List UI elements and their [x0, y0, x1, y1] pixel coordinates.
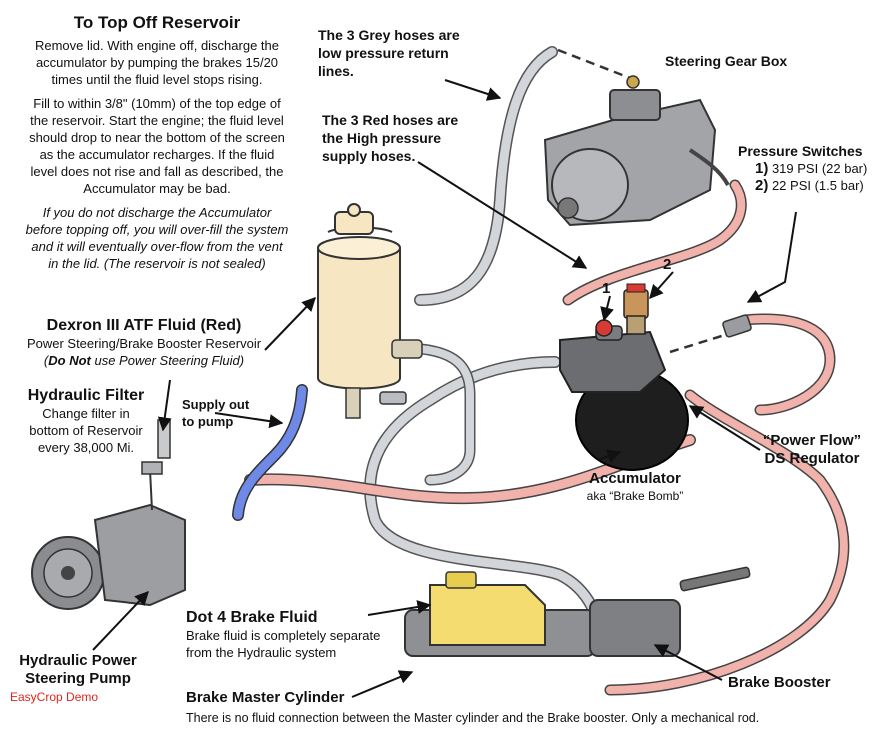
para2-line: Accumulator may be bad.	[83, 181, 231, 196]
atf-fluid-line2-rest: use Power Steering Fluid)	[90, 353, 245, 368]
red-hoses-line: supply hoses.	[322, 148, 416, 164]
pressure-switches-heading: Pressure Switches	[738, 143, 863, 159]
grey-hoses-label: The 3 Grey hoses are low pressure return…	[318, 26, 518, 80]
pressure-switch-2: 2) 22 PSI (1.5 bar)	[738, 177, 883, 194]
warning-line: before topping off, you will over-fill t…	[25, 222, 289, 237]
watermark: EasyCrop Demo	[10, 690, 99, 704]
pump-line: Steering Pump	[25, 670, 131, 687]
red-hoses-line: the High pressure	[322, 130, 442, 146]
steering-gear-box-label: Steering Gear Box	[665, 53, 788, 69]
warning-line: in the lid. (The reservoir is not sealed…	[48, 256, 266, 271]
atf-fluid-line1: Power Steering/Brake Booster Reservoir	[26, 336, 262, 351]
reservoir-note: To Top Off Reservoir Remove lid. With en…	[4, 12, 310, 272]
atf-fluid-line2: (Do Not use Power Steering Fluid)	[8, 352, 280, 369]
hydraulic-filter-heading: Hydraulic Filter	[27, 387, 145, 404]
switch-marker-2: 2	[663, 256, 672, 273]
reservoir-note-heading: To Top Off Reservoir	[73, 13, 241, 32]
switch-value: 319 PSI (22 bar)	[768, 161, 868, 176]
switch-number: 1)	[755, 160, 769, 177]
power-steering-pump	[31, 419, 186, 610]
filter-line: bottom of Reservoir	[29, 423, 143, 438]
red-pressure-hoses	[244, 179, 850, 696]
atf-fluid-label: Dexron III ATF Fluid (Red) Power Steerin…	[8, 316, 280, 369]
steering-gear-box	[543, 89, 730, 227]
para2-line: Fill to within 3/8" (10mm) of the top ed…	[33, 96, 281, 111]
leader-arrows	[92, 79, 797, 698]
para2-line: should drop to near the bottom of the sc…	[29, 130, 285, 145]
do-not-emphasis: Do Not	[48, 353, 91, 368]
para1-line: Remove lid. With engine off, discharge t…	[34, 38, 279, 53]
power-flow-label: “Power Flow” DS Regulator	[752, 432, 872, 468]
switch-marker-1: 1	[602, 280, 611, 297]
pressure-switch-1: 1) 319 PSI (22 bar)	[738, 160, 883, 177]
red-hoses-line: The 3 Red hoses are	[322, 112, 459, 128]
accumulator-label: Accumulator aka “Brake Bomb”	[575, 470, 695, 505]
para2-line: as the accumulator recharges. If the flu…	[39, 147, 275, 162]
pump-label: Hydraulic Power Steering Pump	[8, 652, 148, 688]
grey-return-hoses	[364, 46, 606, 646]
master-cylinder-note: There is no fluid connection between the…	[186, 711, 760, 725]
filter-line: every 38,000 Mi.	[37, 440, 135, 455]
power-flow-line: DS Regulator	[764, 450, 860, 467]
atf-fluid-heading: Dexron III ATF Fluid (Red)	[46, 317, 242, 334]
switch-value: 22 PSI (1.5 bar)	[768, 178, 864, 193]
accumulator-assembly	[559, 283, 689, 471]
para1-line: times until the fluid level stops rising…	[51, 72, 263, 87]
supply-out-label: Supply out to pump	[182, 396, 292, 430]
supply-out-line: Supply out	[182, 397, 250, 412]
dot4-line: Brake fluid is completely separate	[186, 628, 381, 643]
grey-hoses-line: low pressure return	[318, 45, 449, 61]
pressure-switches-label: Pressure Switches 1) 319 PSI (22 bar) 2)…	[738, 142, 883, 194]
atf-reservoir	[317, 203, 423, 419]
dot4-heading: Dot 4 Brake Fluid	[186, 609, 318, 626]
para2-line: level does not rise and fall as describe…	[30, 164, 284, 179]
dot4-label: Dot 4 Brake Fluid Brake fluid is complet…	[186, 608, 426, 661]
paren-open: (	[43, 353, 49, 368]
power-flow-line: “Power Flow”	[762, 432, 862, 449]
para1-line: accumulator by pumping the brakes 15/20	[35, 55, 279, 70]
dot4-line: from the Hydraulic system	[186, 645, 337, 660]
red-hoses-label: The 3 Red hoses are the High pressure su…	[322, 111, 502, 165]
pump-line: Hydraulic Power	[19, 652, 137, 669]
warning-line: If you do not discharge the Accumulator	[42, 205, 272, 220]
brake-booster-label: Brake Booster	[728, 674, 831, 691]
hydraulic-filter-label: Hydraulic Filter Change filter in bottom…	[6, 386, 166, 456]
supply-out-line: to pump	[182, 414, 234, 429]
brake-master-cylinder	[404, 566, 751, 657]
grey-hoses-line: lines.	[318, 63, 354, 79]
accumulator-aka: aka “Brake Bomb”	[586, 489, 684, 503]
grey-hoses-line: The 3 Grey hoses are	[318, 27, 460, 43]
warning-line: and it will eventually over-flow from th…	[31, 239, 283, 254]
master-cylinder-heading: Brake Master Cylinder	[186, 689, 345, 706]
para2-line: the reservoir. Start the engine; the flu…	[30, 113, 284, 128]
switch-number: 2)	[755, 177, 769, 194]
accumulator-name: Accumulator	[589, 470, 681, 487]
filter-line: Change filter in	[42, 406, 130, 421]
